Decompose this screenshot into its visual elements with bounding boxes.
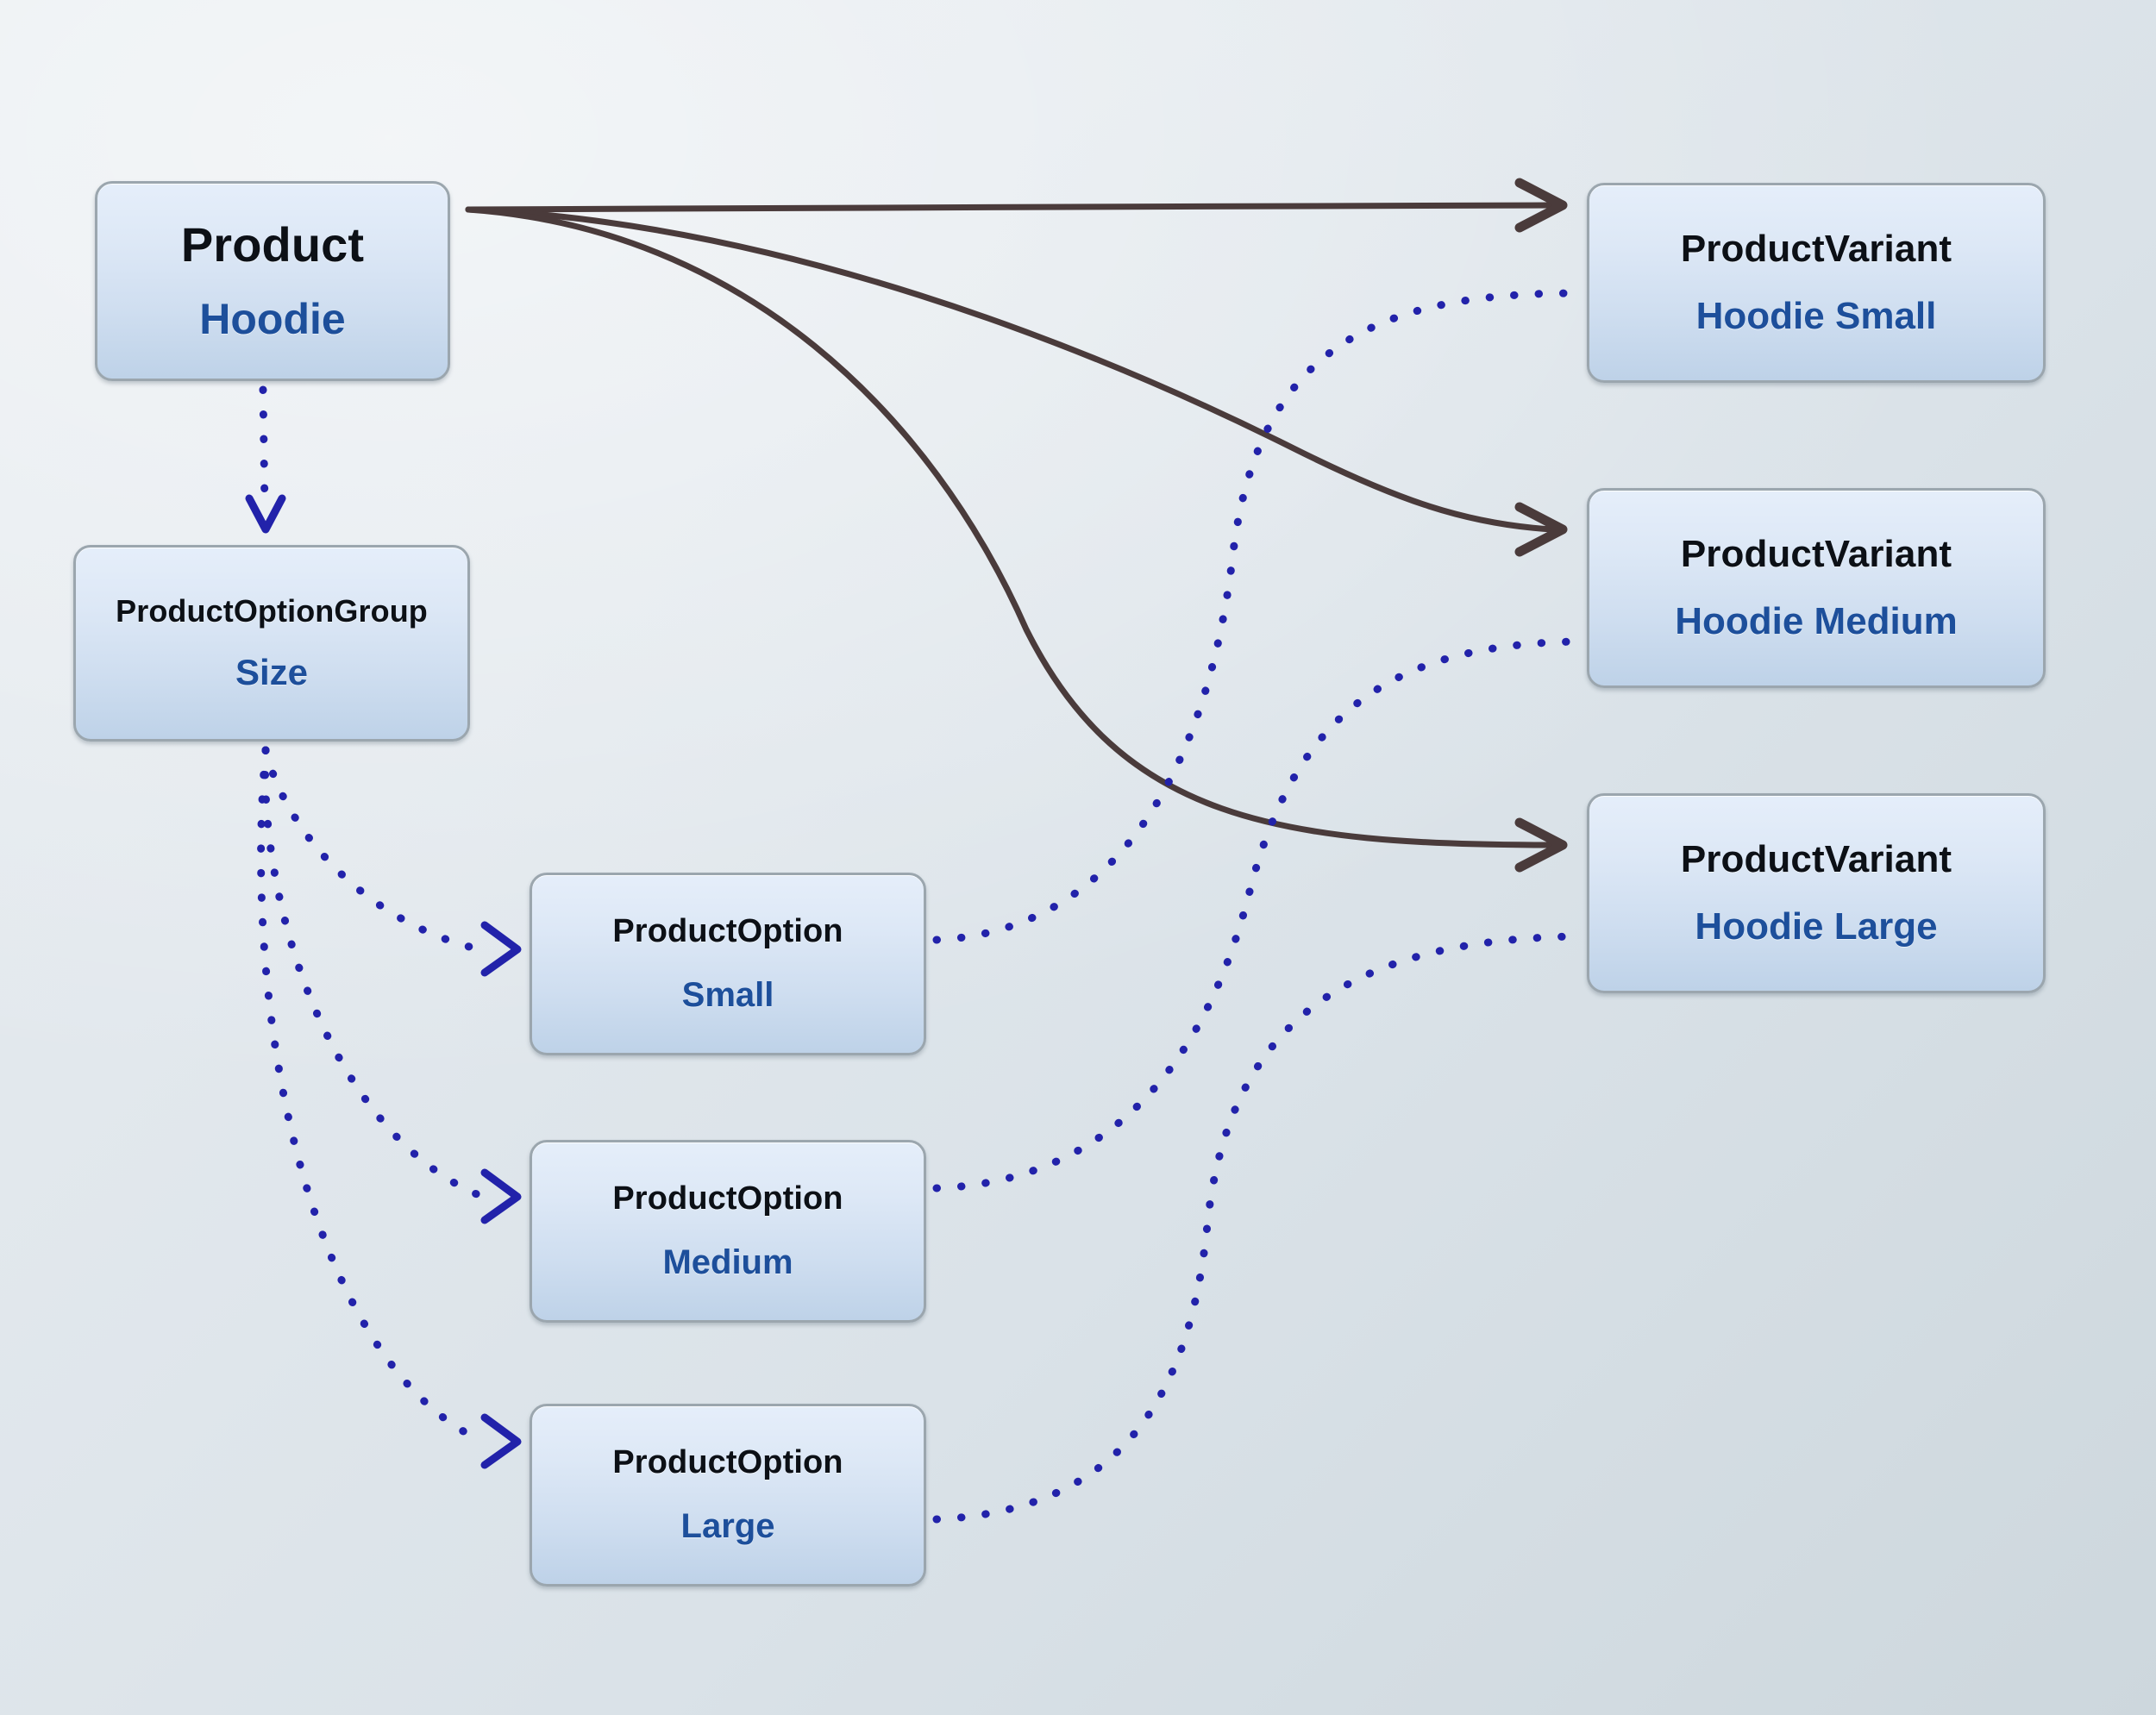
node-product-option-small-name: Small (681, 975, 774, 1014)
node-product-variant-large-name: Hoodie Large (1695, 905, 1938, 948)
node-product-option-small-type: ProductOption (612, 913, 843, 950)
node-product-variant-large-type: ProductVariant (1680, 837, 1952, 880)
edge-option-small-to-variant-small (932, 289, 1581, 944)
node-product-option-large-name: Large (680, 1506, 775, 1545)
edge-product-to-option-group (245, 385, 286, 534)
edge-product-to-variant-medium (465, 206, 1568, 557)
node-product-variant-medium-type: ProductVariant (1680, 532, 1952, 575)
edge-option-large-to-variant-large (932, 932, 1581, 1524)
node-product-type: Product (180, 217, 365, 272)
node-product-variant-small-name: Hoodie Small (1695, 295, 1937, 337)
node-product-option-small[interactable]: ProductOption Small (530, 873, 926, 1055)
node-product-name: Hoodie (199, 295, 346, 344)
node-product-variant-small[interactable]: ProductVariant Hoodie Small (1587, 183, 2046, 383)
node-product[interactable]: Product Hoodie (95, 181, 450, 381)
node-product-option-group-type: ProductOptionGroup (116, 593, 428, 629)
node-product-variant-medium-name: Hoodie Medium (1675, 600, 1958, 642)
edge-product-to-variant-small (465, 178, 1568, 233)
edge-group-to-option-large (257, 746, 522, 1469)
edge-option-medium-to-variant-medium (932, 637, 1581, 1192)
node-product-option-group[interactable]: ProductOptionGroup Size (73, 545, 470, 742)
node-product-variant-large[interactable]: ProductVariant Hoodie Large (1587, 793, 2046, 993)
node-product-option-medium-type: ProductOption (612, 1180, 843, 1217)
node-product-option-large-type: ProductOption (612, 1444, 843, 1481)
node-product-variant-medium[interactable]: ProductVariant Hoodie Medium (1587, 488, 2046, 688)
node-product-option-large[interactable]: ProductOption Large (530, 1404, 926, 1587)
node-product-option-group-name: Size (235, 651, 309, 692)
node-product-variant-small-type: ProductVariant (1680, 227, 1952, 270)
node-product-option-medium-name: Medium (662, 1242, 793, 1281)
edge-product-to-variant-large (465, 206, 1568, 873)
edge-group-to-option-medium (261, 746, 522, 1224)
edge-group-to-option-small (261, 746, 522, 977)
node-product-option-medium[interactable]: ProductOption Medium (530, 1140, 926, 1323)
